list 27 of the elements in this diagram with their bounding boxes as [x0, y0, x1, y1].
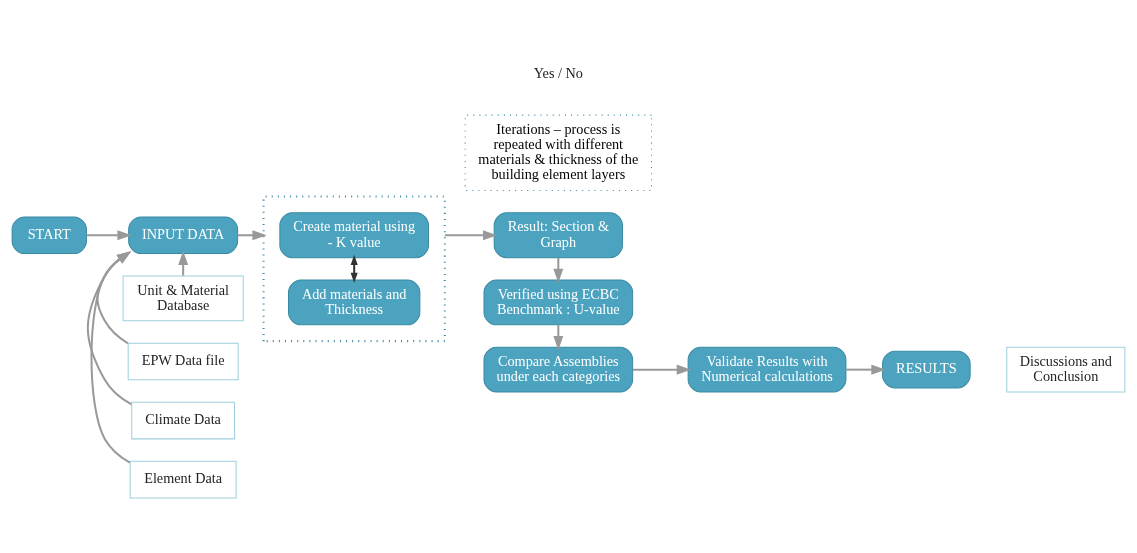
node-label: Yes / No — [533, 64, 583, 81]
node-box: RESULTS — [882, 350, 971, 388]
arrow — [632, 364, 691, 375]
node-box: Discussions and Conclusion — [1006, 346, 1126, 393]
node-box: INPUT DATA — [128, 215, 239, 254]
node-box: Add materials and Thickness — [288, 279, 421, 325]
arrow — [444, 229, 498, 240]
node-box: Create material using - K value — [279, 211, 429, 258]
node-box: Iterations – process is repeated with different materials & thickness of the building element layers — [464, 114, 652, 191]
arrow — [846, 364, 886, 375]
arrow — [86, 229, 132, 240]
cluster — [262, 195, 446, 342]
arrow — [553, 257, 564, 283]
node-box: Verified using ECBC Benchmark : U-value — [483, 279, 634, 325]
arrow — [90, 250, 132, 463]
node-box: EPW Data file — [127, 342, 239, 380]
arrow — [553, 324, 564, 350]
arrow — [96, 250, 132, 344]
node-box: Result: Section & Graph — [493, 211, 623, 258]
node-box: START — [11, 215, 87, 254]
node-box: Unit & Material Database — [122, 274, 244, 321]
arrow — [178, 250, 189, 276]
node-box: Climate Data — [131, 401, 236, 439]
node-box: Validate Results with Numerical calculations — [687, 346, 847, 393]
arrow — [86, 250, 132, 405]
node-box: Element Data — [129, 460, 237, 498]
node-box: Compare Assemblies under each categories — [483, 346, 634, 393]
